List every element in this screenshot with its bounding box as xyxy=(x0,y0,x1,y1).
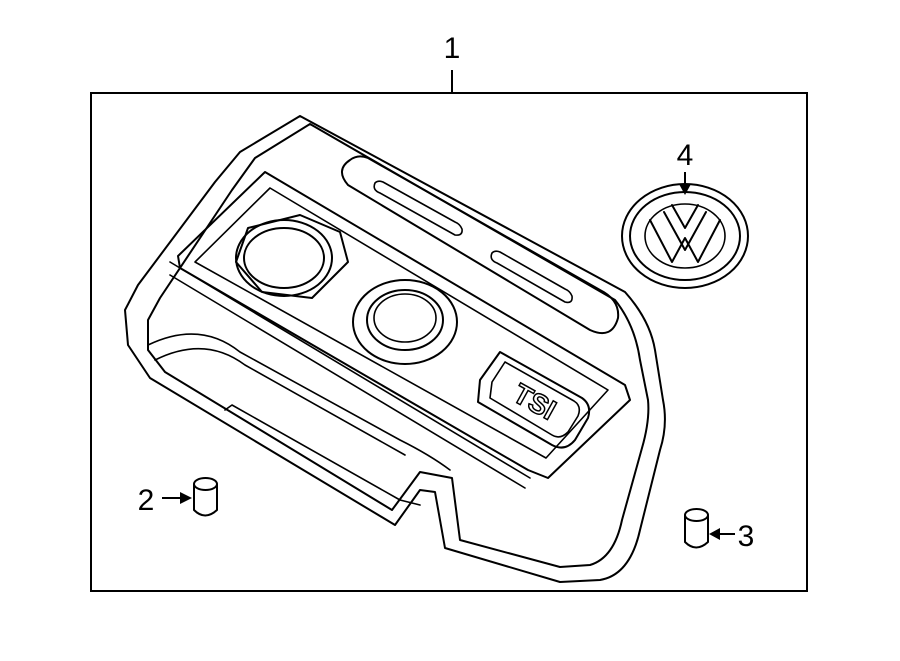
callout-2-arrowhead xyxy=(180,492,192,504)
engine-cover-oval-slot-2 xyxy=(490,250,573,304)
engine-cover-front-lip xyxy=(224,404,421,506)
engine-cover-skirt xyxy=(147,333,451,471)
engine-cover-ridge-2 xyxy=(169,274,526,489)
engine-cover-inner-edge xyxy=(147,123,650,568)
callout-3-label: 3 xyxy=(738,520,755,553)
grommet-3-body xyxy=(684,514,709,549)
vw-emblem-logo-mark xyxy=(649,204,721,263)
diagram-frame xyxy=(90,92,808,592)
oil-cap-recess-left-hex xyxy=(235,214,349,299)
oil-cap-recess-left-hole xyxy=(243,227,325,289)
tsi-badge-outline xyxy=(477,351,591,449)
grommet-part-2 xyxy=(193,477,218,517)
grommet-3-top xyxy=(684,508,709,522)
vw-emblem-inner-ring xyxy=(644,203,726,269)
engine-cover: TSI xyxy=(124,115,666,583)
grommet-part-3 xyxy=(684,508,709,549)
vw-emblem xyxy=(621,183,749,289)
callout-2-label: 2 xyxy=(138,484,155,517)
callout-1: 1 xyxy=(444,32,461,93)
engine-cover-oval-strip xyxy=(341,155,620,334)
engine-cover-center-panel-inner xyxy=(194,187,609,459)
filler-cap-inner-ring xyxy=(366,289,444,351)
filler-cap-outer-ring xyxy=(352,279,458,365)
engine-cover-oval-slot-1 xyxy=(373,180,463,236)
vw-emblem-rim xyxy=(629,191,741,281)
filler-cap-recess-right xyxy=(352,279,458,365)
oil-cap-recess-left-ring xyxy=(235,219,333,297)
callout-4-arrowhead xyxy=(679,184,691,195)
engine-cover-center-panel xyxy=(177,171,631,479)
grommet-2-body xyxy=(193,483,218,517)
engine-cover-skirt-lower xyxy=(154,347,406,456)
filler-cap-hole xyxy=(373,293,437,343)
engine-cover-ridge-1 xyxy=(169,261,531,479)
callout-3: 3 xyxy=(709,520,754,553)
callout-1-label: 1 xyxy=(444,32,461,65)
tsi-badge-inner-outline xyxy=(489,361,581,438)
grommet-2-top xyxy=(193,477,218,491)
callout-2: 2 xyxy=(138,484,192,517)
callout-4-label: 4 xyxy=(677,139,694,172)
callout-4: 4 xyxy=(677,139,694,195)
oil-cap-recess-left xyxy=(235,214,349,299)
vw-emblem-outer xyxy=(621,183,749,289)
callout-3-arrowhead xyxy=(709,528,720,540)
